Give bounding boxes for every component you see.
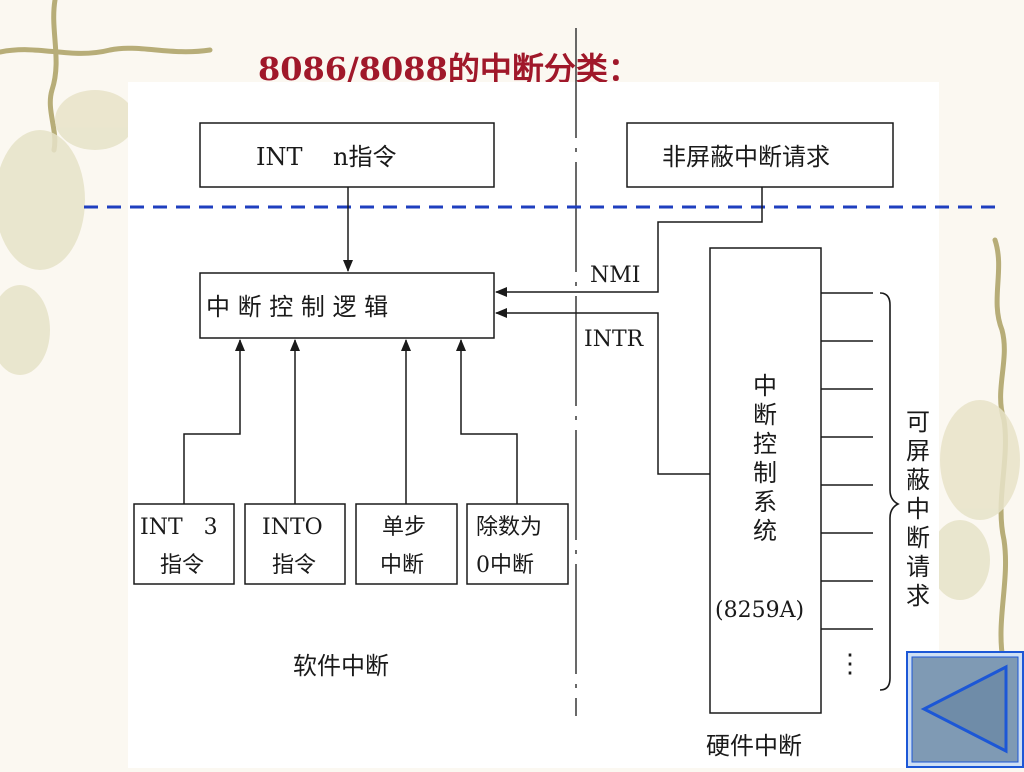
int3-arrow — [183, 339, 245, 504]
divide-zero-line1: 除数为 — [476, 515, 542, 540]
int-n-instruction-label: INT n指令 — [256, 143, 396, 171]
controller-char-5: 系 — [753, 488, 777, 516]
controller-model-label: (8259A) — [715, 598, 804, 623]
into-line2: 指令 — [272, 553, 316, 578]
ir-lines-ellipsis: ⋮ — [837, 649, 863, 679]
maskable-char-5: 断 — [906, 524, 930, 552]
interrupt-controller-box: 中 断 控 制 系 统 (8259A) — [709, 247, 822, 714]
divide-zero-line2: 0中断 — [476, 553, 534, 578]
maskable-char-7: 求 — [906, 582, 930, 610]
ir-request-lines — [821, 292, 873, 630]
software-source-int3: INT 3 指令 — [133, 503, 235, 585]
int-n-instruction-box: INT n指令 — [199, 122, 495, 188]
software-interrupt-caption: 软件中断 — [293, 652, 389, 680]
software-source-single-step: 单步 中断 — [355, 503, 458, 585]
maskable-char-4: 中 — [906, 495, 930, 523]
int3-line2: 指令 — [160, 553, 204, 578]
nmi-request-box: 非屏蔽中断请求 — [626, 122, 894, 188]
interrupt-control-logic-box: 中 断 控 制 逻 辑 — [199, 272, 495, 339]
maskable-char-6: 请 — [906, 553, 930, 581]
controller-char-4: 制 — [753, 459, 777, 487]
single-step-line1: 单步 — [382, 515, 426, 540]
hardware-interrupt-caption: 硬件中断 — [706, 732, 802, 760]
maskable-char-3: 蔽 — [906, 466, 930, 494]
int3-line1: INT 3 — [140, 515, 218, 540]
intr-line — [495, 308, 710, 475]
controller-char-3: 控 — [753, 430, 777, 458]
nmi-request-label: 非屏蔽中断请求 — [662, 143, 830, 171]
divide-zero-arrow — [456, 339, 518, 504]
intr-label: INTR — [584, 327, 645, 352]
controller-char-6: 统 — [753, 517, 777, 545]
software-source-into: INTO 指令 — [244, 503, 346, 585]
controller-char-1: 中 — [753, 372, 777, 400]
single-step-line2: 中断 — [380, 553, 424, 578]
maskable-char-1: 可 — [906, 408, 930, 436]
nmi-line — [495, 187, 763, 297]
controller-char-2: 断 — [753, 401, 777, 429]
nmi-label: NMI — [590, 263, 640, 288]
into-line1: INTO — [262, 515, 323, 540]
maskable-char-2: 屏 — [906, 437, 930, 465]
software-source-divide-by-zero: 除数为 0中断 — [466, 503, 569, 585]
back-triangle-icon — [920, 664, 1008, 754]
interrupt-control-logic-label: 中 断 控 制 逻 辑 — [206, 293, 388, 321]
maskable-request-label: 可 屏 蔽 中 断 请 求 — [906, 408, 930, 610]
previous-slide-button[interactable] — [906, 651, 1024, 768]
maskable-brace — [879, 292, 900, 691]
